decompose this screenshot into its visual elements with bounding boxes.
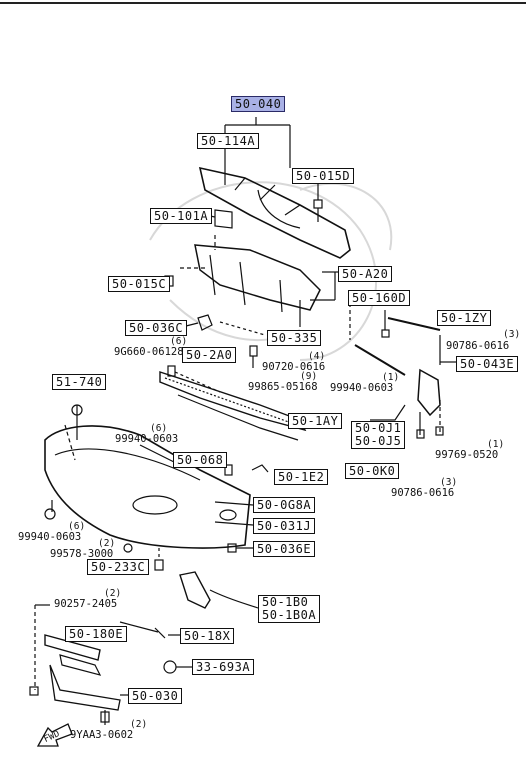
callout-50-a20[interactable]: 50-A20: [338, 266, 393, 282]
callout-50-1b0-1b0a[interactable]: 50-1B0 50-1B0A: [258, 595, 321, 623]
callout-50-036e[interactable]: 50-036E: [253, 541, 316, 557]
quantity-label: (1): [487, 439, 505, 450]
callout-50-335[interactable]: 50-335: [267, 330, 322, 346]
callout-50-040[interactable]: 50-040: [231, 96, 286, 112]
callout-51-740[interactable]: 51-740: [52, 374, 107, 390]
quantity-label: (3): [503, 329, 521, 340]
quantity-label: (2): [104, 588, 122, 599]
callout-50-0k0[interactable]: 50-0K0: [345, 463, 400, 479]
callout-50-114a[interactable]: 50-114A: [197, 133, 260, 149]
callout-50-1b0a: 50-1B0A: [262, 608, 317, 622]
callout-50-036c[interactable]: 50-036C: [125, 320, 188, 336]
callout-50-0g8a[interactable]: 50-0G8A: [253, 497, 316, 513]
part-number-label: 9YAA3-0602: [70, 729, 134, 741]
part-number-label: 99769-0520: [435, 449, 499, 461]
quantity-label: (9): [300, 371, 318, 382]
quantity-label: (2): [98, 538, 116, 549]
callout-50-18x[interactable]: 50-18X: [180, 628, 235, 644]
top-rule: [0, 2, 526, 4]
part-number-label: 9G660-06128: [114, 346, 184, 358]
callout-50-233c[interactable]: 50-233C: [87, 559, 150, 575]
callout-50-0j1-0j5[interactable]: 50-0J1 50-0J5: [351, 421, 406, 449]
callout-50-068[interactable]: 50-068: [173, 452, 228, 468]
callout-50-1b0: 50-1B0: [262, 595, 309, 609]
callout-50-2a0[interactable]: 50-2A0: [182, 347, 237, 363]
part-number-label: 99865-05168: [248, 381, 318, 393]
part-number-label: 90786-0616: [446, 340, 510, 352]
callout-50-043e[interactable]: 50-043E: [456, 356, 519, 372]
callout-50-180e[interactable]: 50-180E: [65, 626, 128, 642]
callout-50-030[interactable]: 50-030: [128, 688, 183, 704]
part-number-label: 99940-0603: [115, 433, 179, 445]
callout-50-015c[interactable]: 50-015C: [108, 276, 171, 292]
quantity-label: (2): [130, 719, 148, 730]
quantity-label: (3): [440, 477, 458, 488]
callout-50-1e2[interactable]: 50-1E2: [274, 469, 329, 485]
quantity-label: (6): [150, 423, 168, 434]
callout-33-693a[interactable]: 33-693A: [192, 659, 255, 675]
quantity-label: (6): [170, 336, 188, 347]
callout-50-0j5: 50-0J5: [355, 434, 402, 448]
part-number-label: 99940-0603: [330, 382, 394, 394]
callout-50-015d[interactable]: 50-015D: [292, 168, 355, 184]
part-number-label: 90257-2405: [54, 598, 118, 610]
quantity-label: (6): [68, 521, 86, 532]
quantity-label: (1): [382, 372, 400, 383]
callout-50-1zy[interactable]: 50-1ZY: [437, 310, 492, 326]
callout-50-0j1: 50-0J1: [355, 421, 402, 435]
callout-50-101a[interactable]: 50-101A: [150, 208, 213, 224]
callout-50-160d[interactable]: 50-160D: [348, 290, 411, 306]
part-number-label: 99940-0603: [18, 531, 82, 543]
quantity-label: (4): [308, 351, 326, 362]
callout-50-1ay[interactable]: 50-1AY: [288, 413, 343, 429]
part-number-label: 90720-0616: [262, 361, 326, 373]
part-number-label: 99578-3000: [50, 548, 114, 560]
callout-50-031j[interactable]: 50-031J: [253, 518, 316, 534]
forward-arrow-icon: [36, 723, 73, 747]
part-number-label: 90786-0616: [391, 487, 455, 499]
